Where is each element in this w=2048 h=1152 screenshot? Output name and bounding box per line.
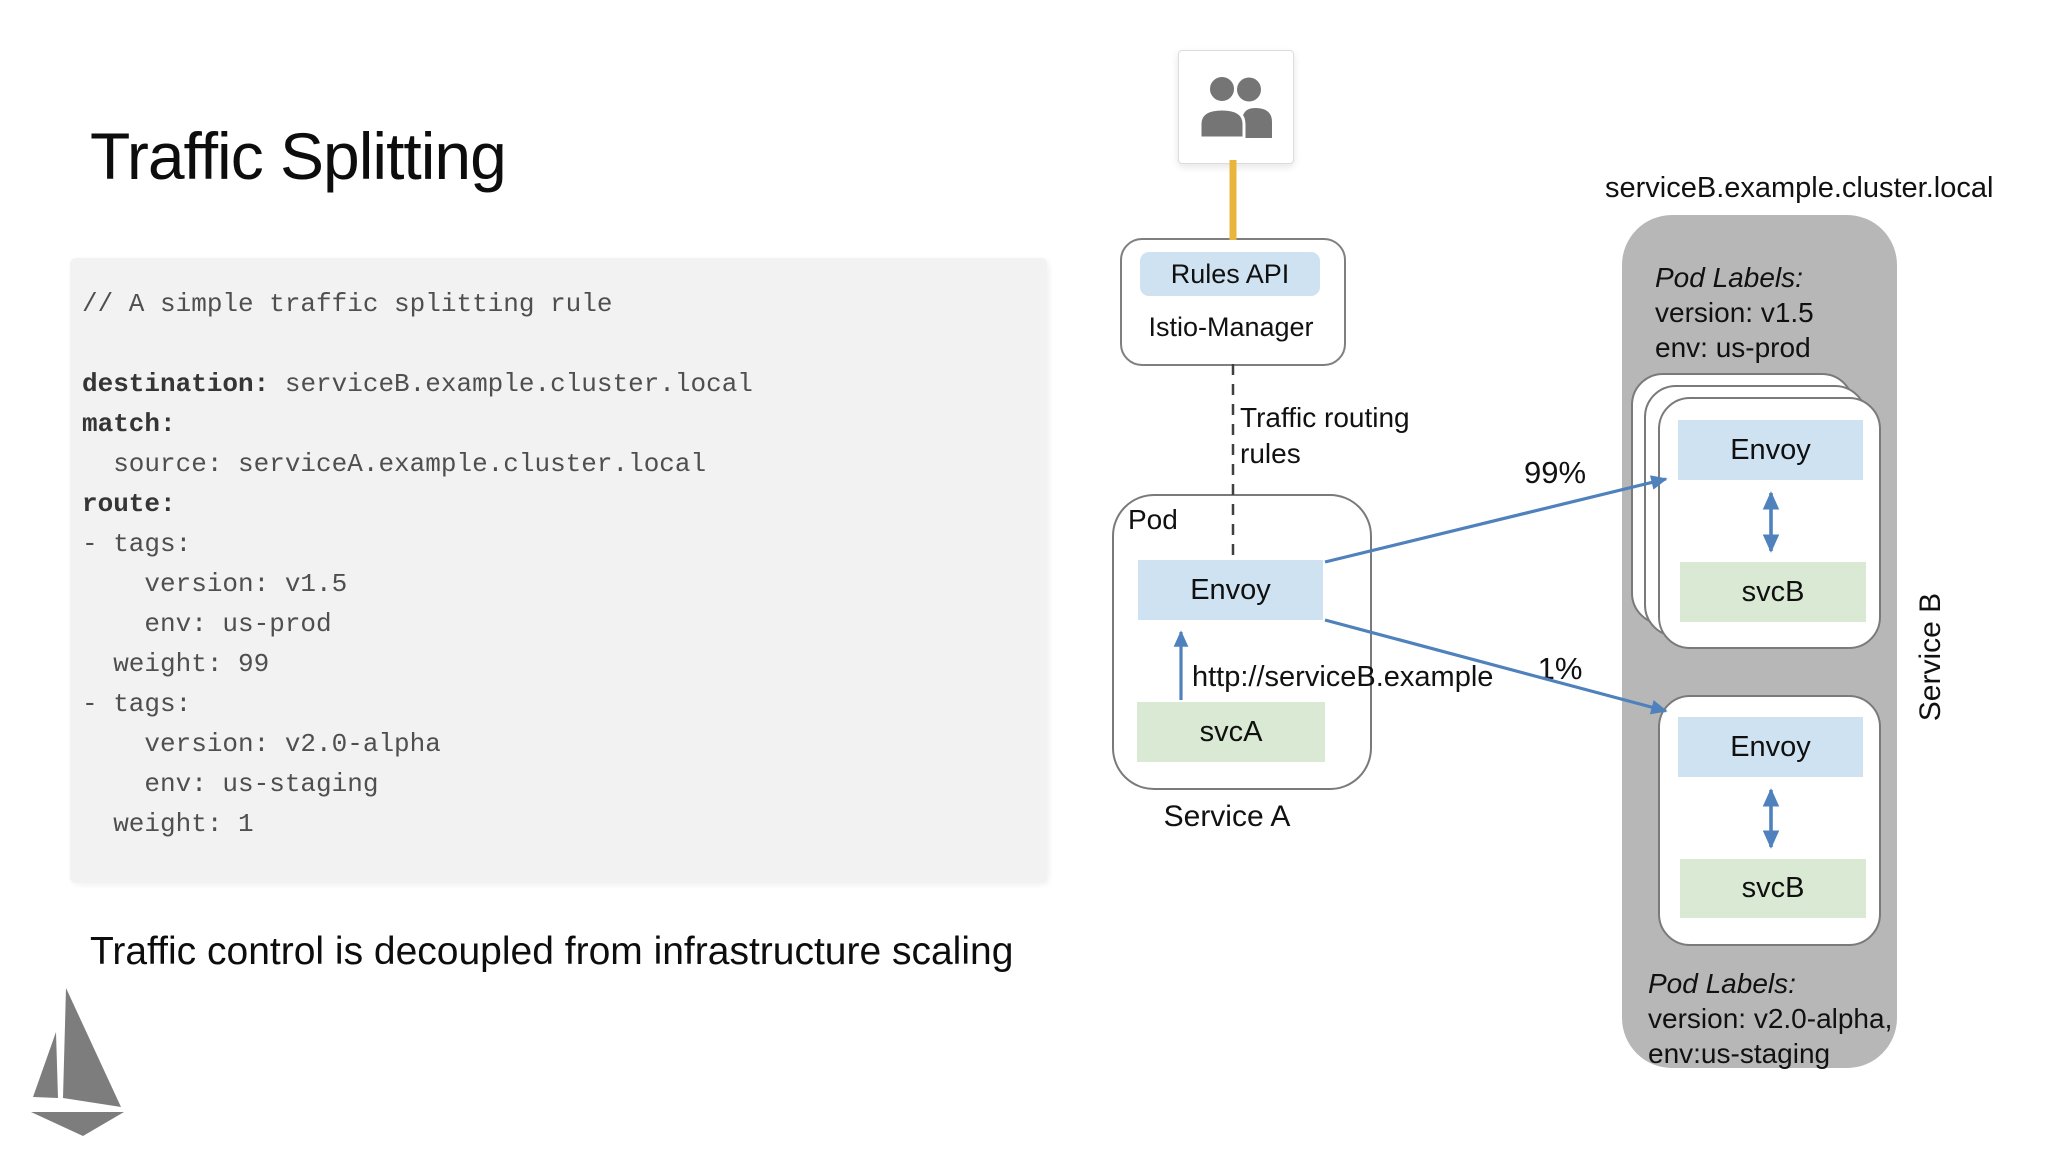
istio-manager-label: Istio-Manager <box>1148 312 1314 342</box>
pod-labels-title: Pod Labels: <box>1648 968 1796 999</box>
code-line <box>82 324 1047 364</box>
service-b-hostname: serviceB.example.cluster.local <box>1605 172 1994 204</box>
code-line: version: v2.0-alpha <box>82 729 441 759</box>
pod-label-version: version: v2.0-alpha, <box>1648 1003 1893 1034</box>
traffic-routing-note: Traffic routing rules <box>1240 400 1410 472</box>
pod-labels-group-1: Pod Labels: version: v1.5 env: us-prod <box>1655 260 1814 365</box>
request-url-label: http://serviceB.example <box>1192 661 1494 693</box>
service-b-side-label: Service B <box>1914 592 1947 722</box>
code-line: destination: serviceB.example.cluster.lo… <box>82 369 753 399</box>
code-line: - tags: <box>82 529 192 559</box>
users-card <box>1178 50 1294 164</box>
rules-api-badge: Rules API <box>1140 252 1320 296</box>
traffic-routing-note-line1: Traffic routing <box>1240 402 1410 433</box>
code-line: source: serviceA.example.cluster.local <box>82 449 707 479</box>
weight-99-label: 99% <box>1523 455 1587 490</box>
code-line: version: v1.5 <box>82 569 348 599</box>
traffic-routing-note-line2: rules <box>1240 438 1301 469</box>
pod-labels-title: Pod Labels: <box>1655 262 1803 293</box>
code-line: route: <box>82 489 176 519</box>
pod-label-env: env: us-prod <box>1655 332 1811 363</box>
pod-label: Pod <box>1128 504 1178 535</box>
service-a-envoy-box: Envoy <box>1138 560 1323 620</box>
service-a-caption: Service A <box>1163 800 1291 833</box>
pod-labels-group-2: Pod Labels: version: v2.0-alpha, env:us-… <box>1648 966 1892 1071</box>
service-b2-envoy-box: Envoy <box>1678 717 1863 777</box>
code-line: env: us-prod <box>82 609 332 639</box>
slide-caption: Traffic control is decoupled from infras… <box>90 930 1014 973</box>
code-line: weight: 1 <box>82 809 254 839</box>
code-line: env: us-staging <box>82 769 379 799</box>
weight-1-label: 1% <box>1537 651 1583 686</box>
code-block: // A simple traffic splitting rule destin… <box>70 258 1047 883</box>
users-icon <box>1198 76 1272 138</box>
code-line: // A simple traffic splitting rule <box>82 289 613 319</box>
code-line: match: <box>82 409 176 439</box>
code-line: - tags: <box>82 689 192 719</box>
istio-logo-icon <box>30 985 126 1142</box>
service-a-svc-box: svcA <box>1137 702 1325 762</box>
service-b1-svc-box: svcB <box>1680 562 1866 622</box>
pod-label-env: env:us-staging <box>1648 1038 1831 1069</box>
code-line: weight: 99 <box>82 649 270 679</box>
page-title: Traffic Splitting <box>90 119 507 193</box>
service-b2-svc-box: svcB <box>1680 859 1866 918</box>
pod-label-version: version: v1.5 <box>1655 297 1814 328</box>
route-99-arrow <box>1324 475 1668 564</box>
service-b1-envoy-box: Envoy <box>1678 420 1863 480</box>
